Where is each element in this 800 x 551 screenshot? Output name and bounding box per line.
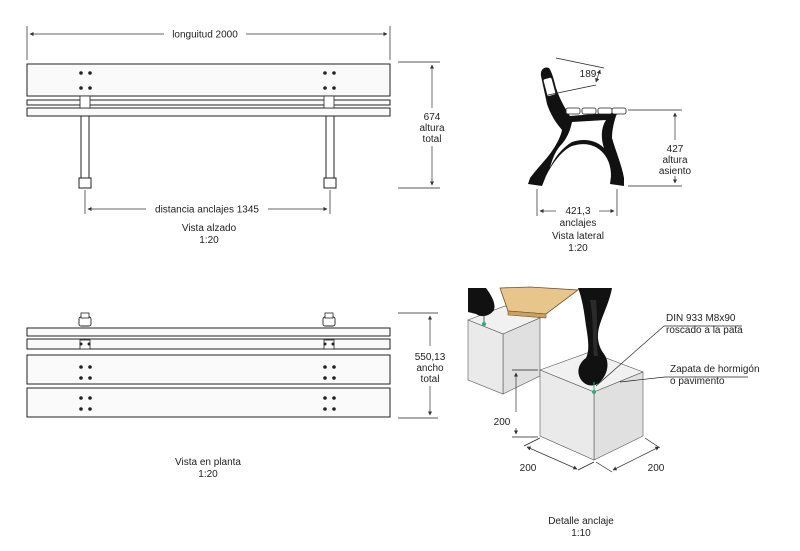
backrest-value: 189 — [580, 69, 597, 80]
length-label: longuitud 2000 — [172, 30, 238, 41]
plan-view: 550,13 ancho total Vista en planta 1:20 — [26, 312, 446, 480]
anchor-detail: DIN 933 M8x90 roscado a la pata Zapata d… — [467, 286, 760, 539]
dim-side: 200 — [648, 463, 665, 474]
height-line2: total — [423, 134, 442, 145]
plan-top-bolts — [78, 312, 336, 327]
plan-plank-3 — [26, 387, 391, 418]
footing-line1: Zapata de hormigón — [670, 364, 760, 375]
front-view-title: Vista alzado — [182, 223, 237, 234]
backrest-bolts — [79, 71, 336, 90]
detail-scale: 1:10 — [571, 528, 591, 539]
left-bracket — [79, 95, 91, 109]
side-seat — [565, 107, 627, 115]
plan-bolts — [79, 339, 336, 411]
plan-plank-2 — [26, 354, 391, 385]
backrest-plank — [26, 63, 391, 97]
back-footing — [467, 305, 541, 395]
seat-plank-edge — [26, 107, 391, 117]
plan-view-title: Vista en planta — [175, 457, 241, 468]
right-bracket — [323, 95, 335, 109]
wood-plank — [499, 286, 580, 315]
height-dimension: 674 altura total — [398, 61, 445, 189]
footing-line2: o pavimento — [670, 376, 725, 387]
anchor-width-value: 421,3 — [565, 206, 590, 217]
left-leg — [78, 115, 92, 189]
footing-side-dimension: 200 — [595, 437, 665, 474]
seat-value: 427 — [667, 144, 684, 155]
footing-height-dimension: 200 — [494, 369, 538, 438]
footing-front-dimension: 200 — [520, 437, 595, 474]
height-value: 674 — [424, 112, 441, 123]
back-leg-foot — [468, 288, 495, 317]
anchor-width-line: anclajes — [560, 218, 597, 229]
anchor-width-dimension: 421,3 anclajes — [536, 189, 618, 229]
height-line1: altura — [419, 123, 444, 134]
front-view-scale: 1:20 — [199, 235, 219, 246]
side-view-scale: 1:20 — [568, 243, 588, 254]
seat-line2: asiento — [659, 166, 692, 177]
width-dimension: 550,13 ancho total — [398, 312, 446, 419]
seat-height-dimension: 427 altura asiento — [628, 109, 692, 187]
anchor-label: distancia anclajes 1345 — [155, 205, 259, 216]
right-leg — [323, 115, 337, 189]
side-view: 189 427 altura asiento 421,3 anclajes Vi… — [528, 57, 692, 254]
side-frame-cutout — [550, 120, 606, 168]
bolt-line1: DIN 933 M8x90 — [666, 313, 736, 324]
width-value: 550,13 — [415, 352, 446, 363]
backrest-dimension: 189 — [547, 57, 605, 96]
width-line2: total — [421, 374, 440, 385]
plan-view-scale: 1:20 — [198, 469, 218, 480]
dim-front: 200 — [520, 463, 537, 474]
anchor-distance-dimension: distancia anclajes 1345 — [84, 190, 331, 216]
side-backrest — [542, 77, 557, 97]
plan-backrest — [26, 327, 391, 337]
seat-plank — [26, 99, 391, 106]
width-line1: ancho — [416, 363, 444, 374]
plan-plank-1 — [26, 338, 391, 350]
bolt-line2: roscado a la pata — [666, 325, 743, 336]
seat-line1: altura — [662, 155, 687, 166]
dim-height: 200 — [494, 417, 511, 428]
front-view: longuitud 2000 — [26, 26, 445, 246]
side-view-title: Vista lateral — [552, 231, 604, 242]
detail-title: Detalle anclaje — [548, 516, 614, 527]
length-dimension: longuitud 2000 — [26, 26, 391, 60]
